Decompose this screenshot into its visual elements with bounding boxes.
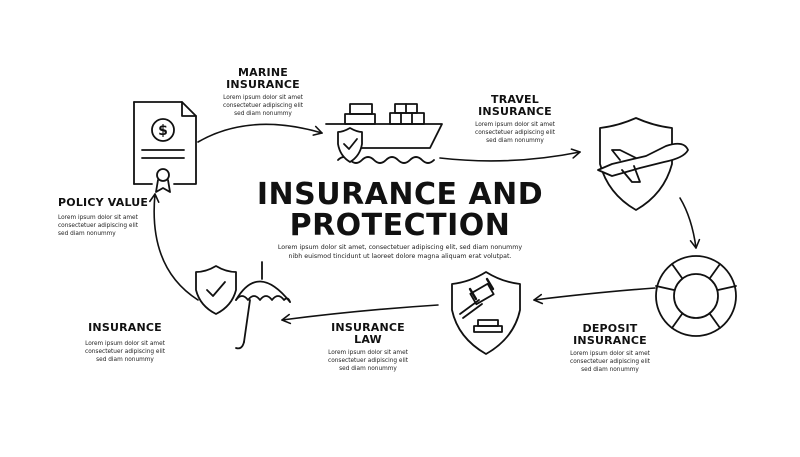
svg-text:$: $ [158, 123, 168, 139]
ship-shield-icon [325, 103, 443, 164]
page-title-line-2: PROTECTION [289, 208, 511, 243]
connector-arrow-insurance-to-policy [149, 193, 199, 301]
connector-arrow-deposit-to-law [533, 287, 656, 305]
step-label-policy-value: POLICY VALUE [58, 196, 149, 209]
step-label-insurance-law: INSURANCE LAW [331, 321, 405, 346]
connector-arrow-travel-to-deposit [679, 197, 701, 249]
intro-text: Lorem ipsum dolor sit amet, consectetuer… [277, 244, 523, 260]
connector-arrow-policy-to-marine [197, 123, 323, 143]
step-label-travel-insurance: TRAVEL INSURANCE [478, 93, 552, 118]
step-label-insurance: INSURANCE [88, 321, 162, 334]
policy-document-icon: $ [133, 101, 197, 193]
connector-arrow-marine-to-travel [439, 148, 581, 162]
umbrella-shield-icon [195, 261, 291, 350]
page-title-line-1: INSURANCE AND [256, 177, 544, 212]
step-label-marine-insurance: MARINE INSURANCE [226, 66, 300, 91]
step-label-deposit-insurance: DEPOSIT INSURANCE [573, 322, 647, 347]
airplane-shield-icon [597, 117, 689, 211]
gavel-shield-icon [451, 271, 521, 355]
lifebuoy-icon [655, 255, 737, 337]
connector-arrow-law-to-insurance [281, 304, 439, 325]
